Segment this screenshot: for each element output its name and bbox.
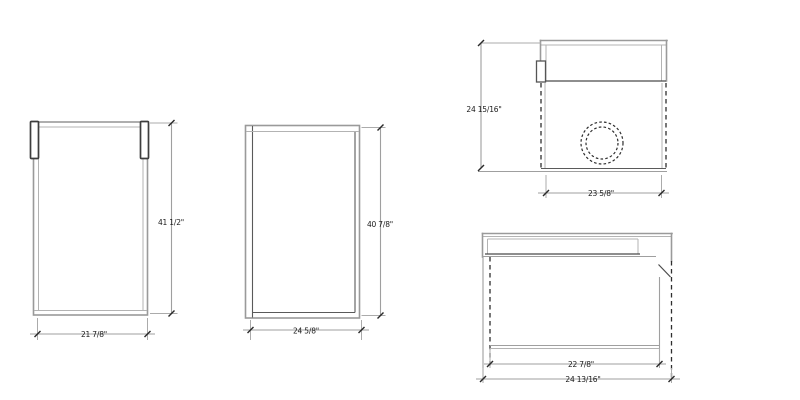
dim-tick [34,330,41,338]
side-depth-label: 24 5/8" [293,327,319,336]
front-width-label: 21 7/8" [81,330,107,339]
front-width-dimension: 21 7/8" [30,318,155,340]
dim-tick [358,326,365,334]
corner-bevel [658,264,671,278]
top-width-dimension: 23 5/8" [538,175,669,198]
dim-tick [477,164,485,172]
dim-tick [144,330,151,338]
dim-tick [479,375,487,383]
top-view: 24 15/16" 23 5/8" [466,39,669,198]
front-height-dimension: 41 1/2" [150,119,184,317]
dim-tick [247,326,254,334]
side-height-dimension: 40 7/8" [361,124,393,319]
rear-inner-width-label: 22 7/8" [568,360,594,369]
dim-tick [377,312,384,319]
rear-outer-width-dimension: 24 13/16" [476,368,680,384]
dim-tick [168,310,175,317]
top-depth-dimension: 24 15/16" [466,39,541,172]
right-hinge [139,120,150,160]
top-width-label: 23 5/8" [588,189,614,198]
dim-tick [377,124,384,131]
dim-tick [668,375,675,383]
dim-tick [477,39,485,47]
left-hinge [29,120,40,160]
side-height-label: 40 7/8" [367,220,393,229]
dim-tick [486,360,494,368]
side-depth-dimension: 24 5/8" [243,320,369,340]
side-view: 40 7/8" 24 5/8" [243,124,393,340]
top-depth-label: 24 15/16" [466,105,501,114]
front-height-label: 41 1/2" [158,218,184,227]
cutout-circle-outer [580,121,624,165]
hinge-tab [535,60,547,83]
front-outline [32,121,149,316]
rear-inner-width-dimension: 22 7/8" [484,348,666,369]
front-view: 41 1/2" 21 7/8" [29,119,184,340]
cutout-circle-inner [585,126,619,160]
dim-tick [168,119,175,127]
rear-outer-width-label: 24 13/16" [565,375,600,384]
dim-tick [656,360,663,368]
side-outline [244,124,361,319]
dim-tick [542,189,550,197]
rear-view: 22 7/8" 24 13/16" [476,232,680,384]
dim-tick [658,189,665,197]
